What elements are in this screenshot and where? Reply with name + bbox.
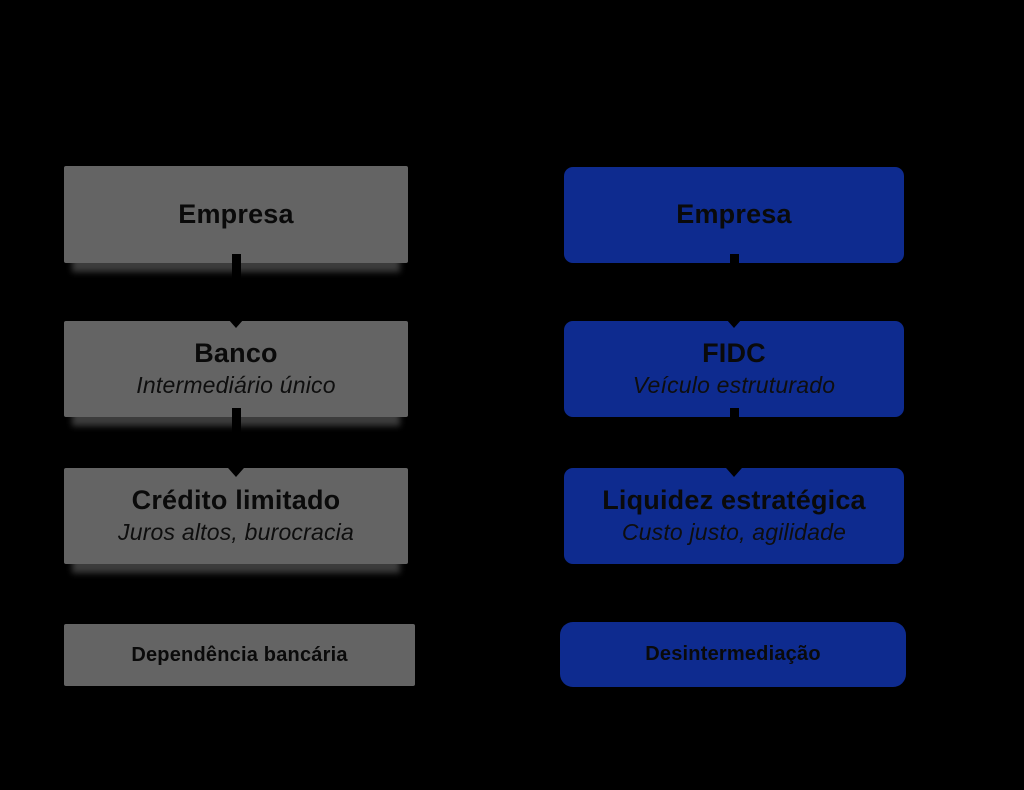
arrow-down-icon (221, 408, 251, 477)
arrow-shaft (231, 408, 241, 460)
box-title: FIDC (702, 338, 766, 369)
box-title: Empresa (178, 198, 294, 229)
box-title: Banco (194, 338, 278, 369)
arrow-down-icon (719, 254, 749, 328)
badge-label: Dependência bancária (131, 643, 348, 666)
flow-box-empresa-traditional: Empresa (64, 166, 408, 263)
badge-label: Desintermediação (645, 643, 821, 665)
box-title: Crédito limitado (131, 485, 341, 516)
arrow-head (719, 460, 749, 477)
box-subtitle: Custo justo, agilidade (621, 519, 847, 546)
flow-box-credito-limitado: Crédito limitado Juros altos, burocracia (64, 468, 408, 564)
flow-box-empresa-fidc: Empresa (564, 167, 904, 263)
arrow-head (719, 311, 749, 328)
flow-box-banco: Banco Intermediário único (64, 321, 408, 417)
summary-badge-traditional: Dependência bancária (64, 624, 415, 686)
arrow-down-icon (221, 254, 251, 328)
arrow-head (221, 460, 251, 477)
box-title: Empresa (676, 199, 792, 230)
arrow-shaft (729, 408, 739, 460)
box-title: Liquidez estratégica (602, 485, 866, 516)
summary-badge-fidc: Desintermediação (560, 622, 906, 687)
arrow-head (221, 311, 251, 328)
arrow-shaft (729, 254, 739, 311)
flow-box-fidc: FIDC Veículo estruturado (564, 321, 904, 417)
flow-box-liquidez-estrategica: Liquidez estratégica Custo justo, agilid… (564, 468, 904, 564)
arrow-down-icon (719, 408, 749, 477)
arrow-shaft (231, 254, 241, 311)
box-subtitle: Juros altos, burocracia (118, 519, 354, 546)
box-subtitle: Intermediário único (136, 372, 336, 399)
box-subtitle: Veículo estruturado (632, 372, 836, 399)
